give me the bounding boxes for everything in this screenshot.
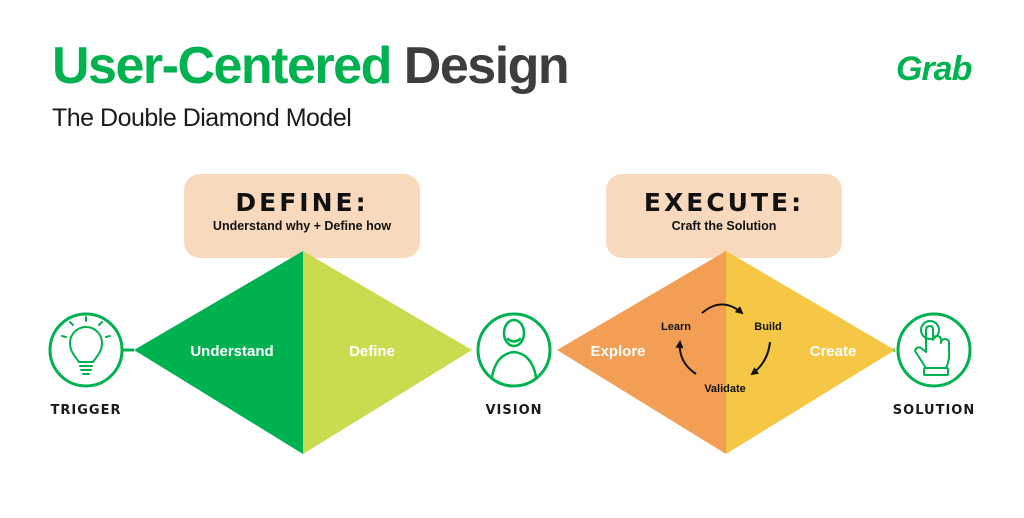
- cycle-arrow-build-validate: [750, 341, 771, 376]
- cycle-label-learn: Learn: [661, 321, 691, 333]
- grab-logo: Grab: [896, 50, 972, 88]
- person-icon: [490, 318, 538, 379]
- cycle-arrow-validate-learn: [675, 340, 697, 375]
- define-phase-title: DEFINE:: [235, 188, 369, 217]
- page-title: User-Centered Design: [52, 36, 570, 96]
- page-subtitle: The Double Diamond Model: [52, 104, 352, 132]
- node-label-trigger: TRIGGER: [50, 403, 122, 418]
- solution-node: [896, 312, 972, 388]
- diamond-label-define: Define: [349, 343, 395, 360]
- diamond-create-half: [726, 251, 895, 454]
- node-label-solution: SOLUTION: [892, 403, 976, 418]
- hand-pointer-icon: [914, 320, 951, 376]
- cycle-label-validate: Validate: [704, 383, 746, 395]
- diamond-define-half: [303, 251, 472, 454]
- execute-phase-box: EXECUTE: Craft the Solution: [606, 174, 842, 258]
- node-label-vision: VISION: [485, 403, 543, 418]
- execute-phase-subtitle: Craft the Solution: [671, 219, 777, 233]
- title-highlight: User-Centered: [52, 37, 392, 95]
- execute-phase-title: EXECUTE:: [643, 188, 805, 217]
- define-phase-subtitle: Understand why + Define how: [212, 219, 392, 233]
- cycle-arrow-learn-build: [701, 303, 744, 315]
- lightbulb-icon: [61, 316, 111, 375]
- cycle-label-build: Build: [754, 321, 782, 333]
- diamond-label-understand: Understand: [190, 343, 273, 360]
- define-phase-box: DEFINE: Understand why + Define how: [184, 174, 420, 258]
- diamond-understand-half: [134, 251, 303, 454]
- diamond-explore-half: [557, 251, 726, 454]
- diamond-label-create: Create: [810, 343, 857, 360]
- vision-node: [476, 312, 552, 388]
- diamond-label-explore: Explore: [590, 343, 645, 360]
- title-rest: Design: [403, 37, 570, 95]
- trigger-node: [48, 312, 124, 388]
